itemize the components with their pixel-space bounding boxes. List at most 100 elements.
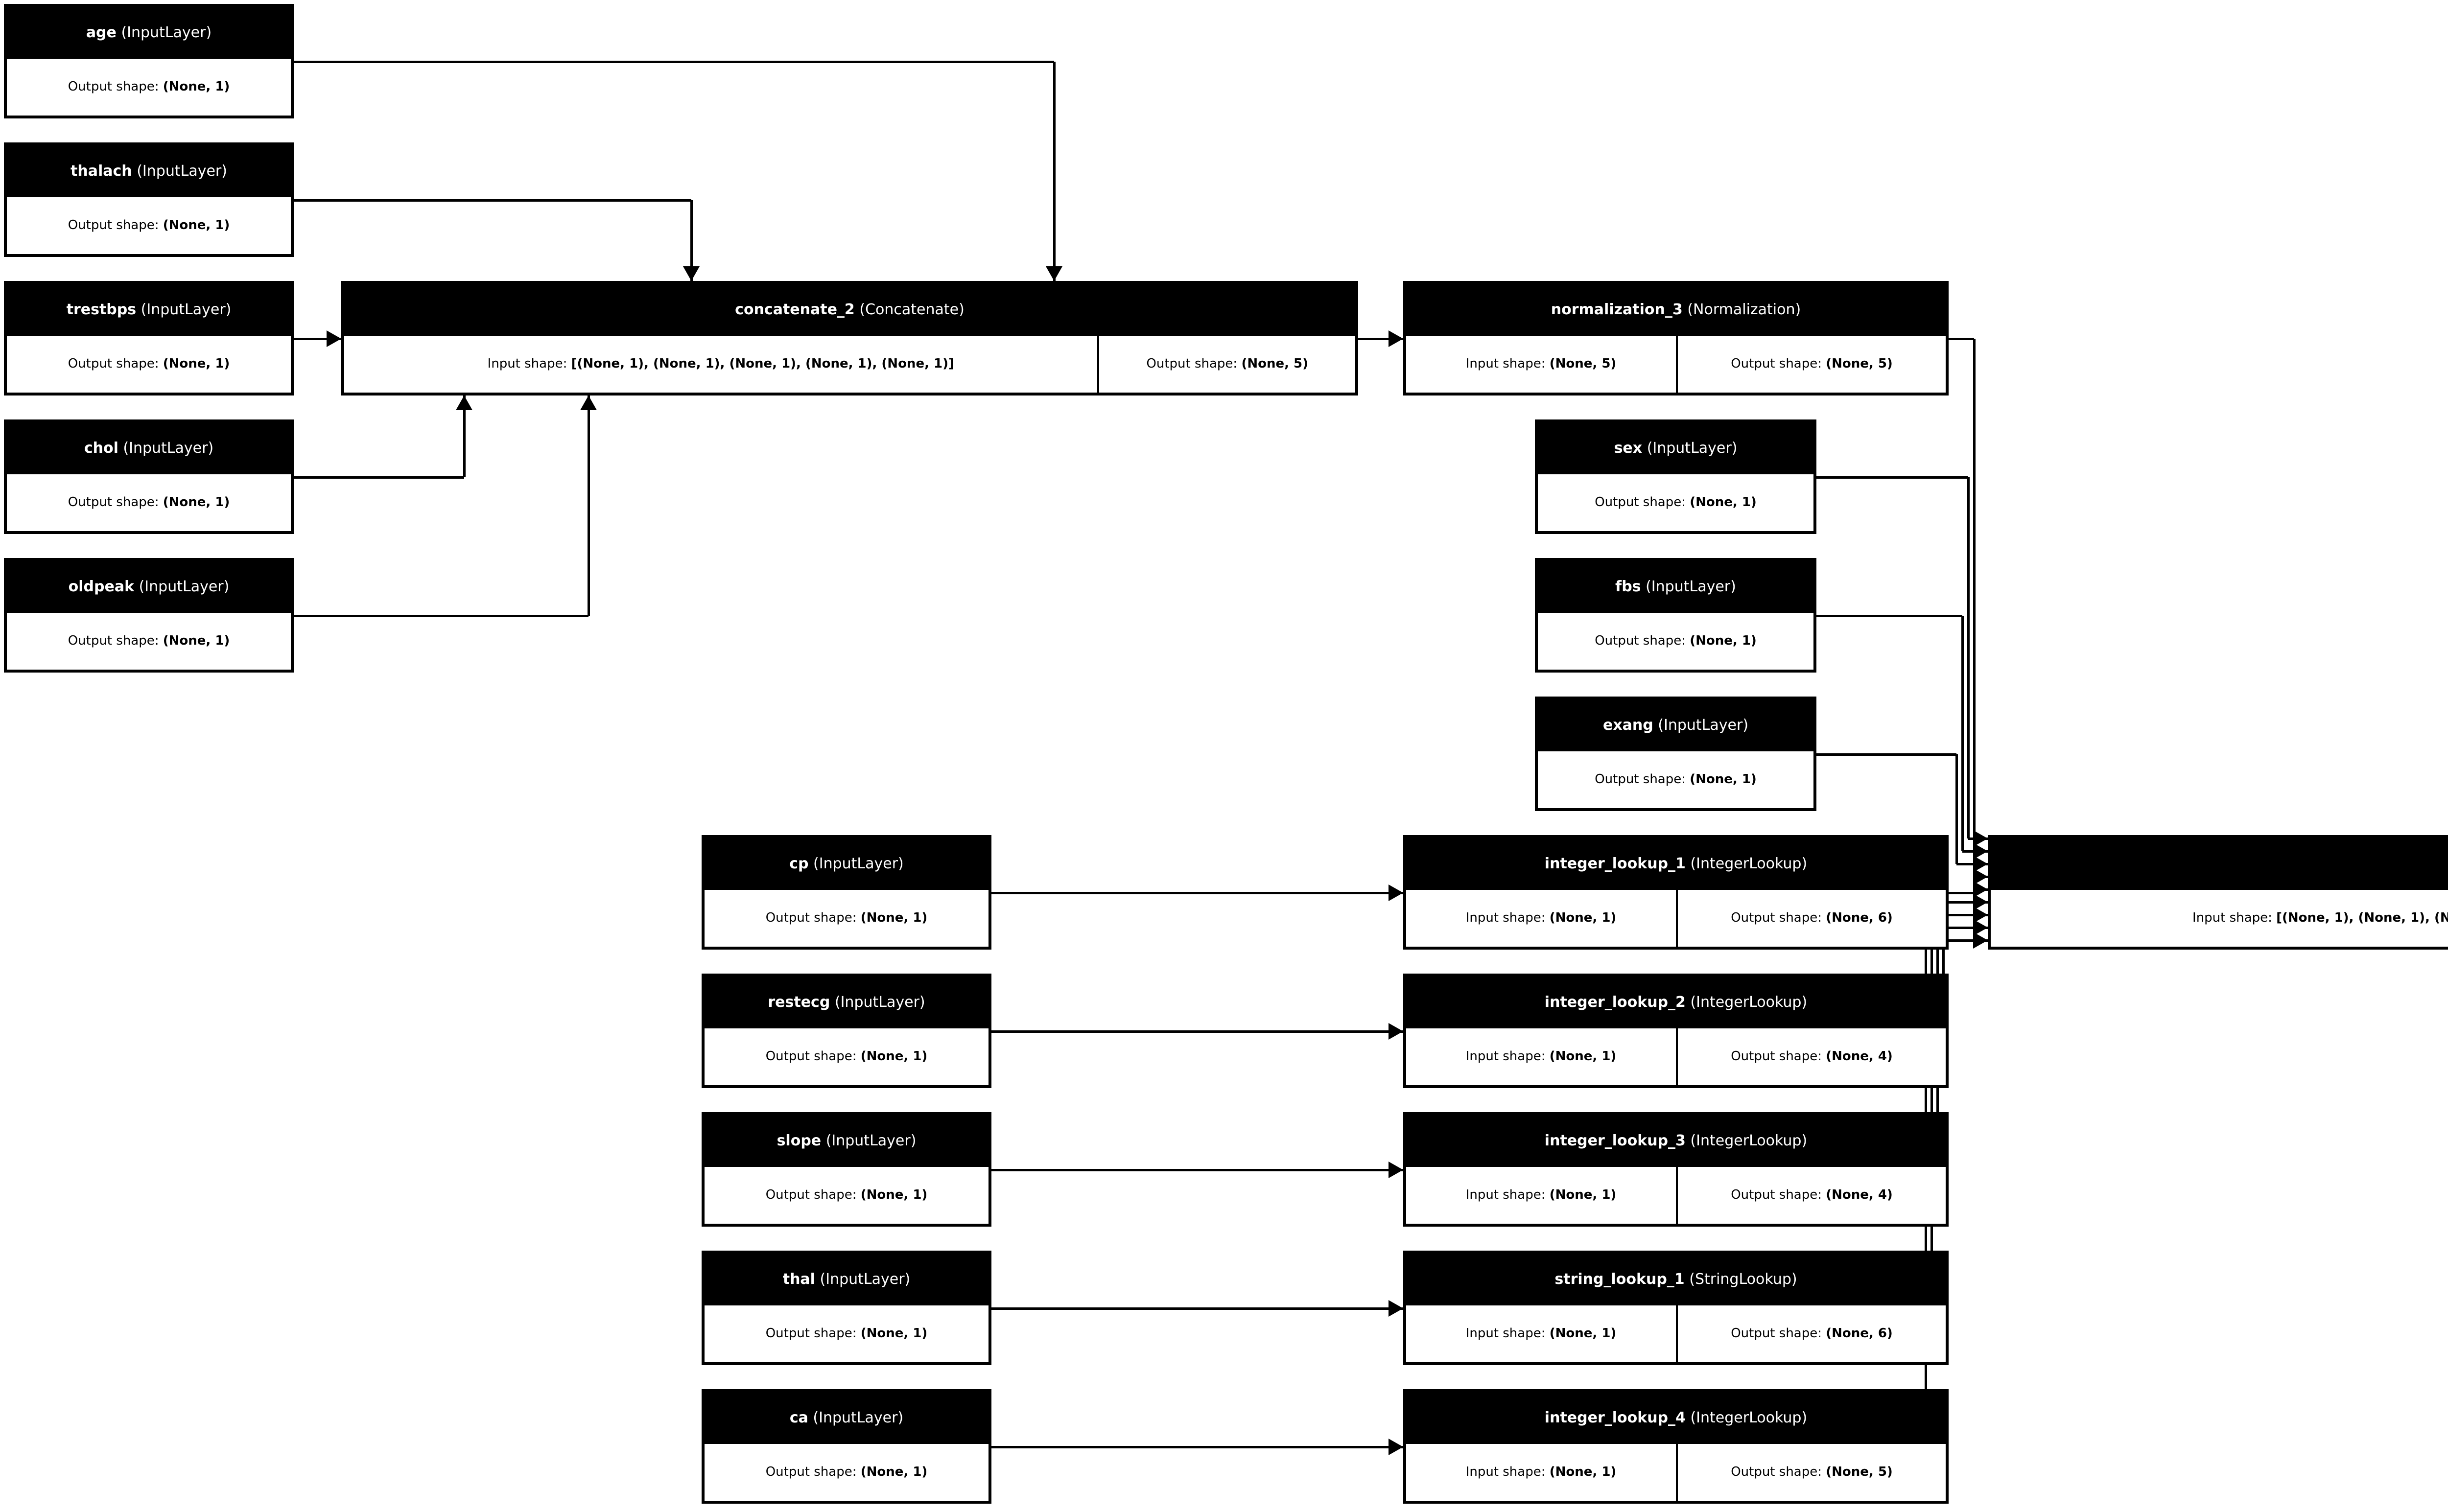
layer-shape-row: Output shape: (None, 1) bbox=[7, 336, 291, 393]
output-shape-cell-label: Output shape: bbox=[68, 218, 159, 233]
layer-name: restecg bbox=[768, 994, 830, 1011]
layer-name: ca bbox=[789, 1409, 808, 1427]
layer-name: integer_lookup_3 bbox=[1544, 1132, 1686, 1150]
output-shape-cell-label: Output shape: bbox=[68, 356, 159, 372]
layer-node-title: concatenate_3 (Concatenate) bbox=[1991, 838, 2448, 890]
layer-node-concatenate_2[interactable]: concatenate_2 (Concatenate)Input shape: … bbox=[341, 281, 1358, 395]
layer-node-title: thalach (InputLayer) bbox=[7, 145, 291, 197]
layer-node-chol[interactable]: chol (InputLayer)Output shape: (None, 1) bbox=[4, 419, 294, 534]
output-shape-cell-value: (None, 5) bbox=[1241, 356, 1309, 372]
layer-node-cp[interactable]: cp (InputLayer)Output shape: (None, 1) bbox=[702, 835, 991, 950]
layer-class: (StringLookup) bbox=[1689, 1271, 1797, 1288]
output-shape-cell-value: (None, 1) bbox=[163, 79, 230, 94]
output-shape-cell: Output shape: (None, 1) bbox=[7, 59, 291, 116]
edge-age-to-concatenate2 bbox=[294, 61, 1054, 63]
layer-class: (InputLayer) bbox=[820, 1271, 911, 1288]
layer-class: (InputLayer) bbox=[1646, 578, 1736, 596]
layer-node-title: trestbps (InputLayer) bbox=[7, 284, 291, 336]
input-shape-cell-value: (None, 1) bbox=[1549, 1326, 1617, 1341]
layer-node-title: slope (InputLayer) bbox=[705, 1115, 989, 1167]
output-shape-cell: Output shape: (None, 1) bbox=[1538, 474, 1813, 531]
edge-thalach-to-concatenate2 bbox=[690, 200, 693, 281]
layer-node-trestbps[interactable]: trestbps (InputLayer)Output shape: (None… bbox=[4, 281, 294, 395]
edge-trestbps-to-concatenate2 bbox=[294, 338, 341, 340]
layer-node-slope[interactable]: slope (InputLayer)Output shape: (None, 1… bbox=[702, 1112, 991, 1227]
edge-thal-to-string_lookup_1 bbox=[991, 1307, 1403, 1310]
layer-node-string_lookup_1[interactable]: string_lookup_1 (StringLookup)Input shap… bbox=[1403, 1251, 1949, 1365]
output-shape-cell-label: Output shape: bbox=[765, 1049, 857, 1064]
layer-node-title: age (InputLayer) bbox=[7, 7, 291, 59]
layer-shape-row: Output shape: (None, 1) bbox=[7, 59, 291, 116]
layer-class: (InputLayer) bbox=[141, 301, 232, 319]
arrowhead-trestbps-to-concatenate2 bbox=[327, 330, 341, 347]
layer-node-integer_lookup_1[interactable]: integer_lookup_1 (IntegerLookup)Input sh… bbox=[1403, 835, 1949, 950]
edge-normalization3-to-concatenate3 bbox=[1949, 338, 1974, 340]
layer-shape-row: Input shape: [(None, 1), (None, 1), (Non… bbox=[344, 336, 1355, 393]
output-shape-cell-value: (None, 1) bbox=[163, 495, 230, 510]
output-shape-cell: Output shape: (None, 1) bbox=[705, 1028, 989, 1085]
output-shape-cell-label: Output shape: bbox=[1731, 1326, 1822, 1341]
edge-integerlookup3-to-concatenate3 bbox=[1937, 914, 1988, 916]
layer-node-integer_lookup_2[interactable]: integer_lookup_2 (IntegerLookup)Input sh… bbox=[1403, 974, 1949, 1088]
input-shape-cell-value: (None, 1) bbox=[1549, 1187, 1617, 1203]
arrowhead-ca-to-integer_lookup_4 bbox=[1389, 1439, 1403, 1455]
layer-name: exang bbox=[1602, 717, 1653, 734]
layer-node-age[interactable]: age (InputLayer)Output shape: (None, 1) bbox=[4, 4, 294, 118]
layer-class: (IntegerLookup) bbox=[1690, 1132, 1808, 1150]
layer-node-integer_lookup_3[interactable]: integer_lookup_3 (IntegerLookup)Input sh… bbox=[1403, 1112, 1949, 1227]
output-shape-cell-label: Output shape: bbox=[1731, 1187, 1822, 1203]
layer-node-title: chol (InputLayer) bbox=[7, 422, 291, 474]
layer-class: (InputLayer) bbox=[1658, 717, 1749, 734]
layer-node-oldpeak[interactable]: oldpeak (InputLayer)Output shape: (None,… bbox=[4, 558, 294, 673]
layer-node-restecg[interactable]: restecg (InputLayer) Output shape: (None,… bbox=[702, 974, 991, 1088]
layer-shape-row: Output shape: (None, 1) bbox=[705, 1028, 989, 1085]
output-shape-cell: Output shape: (None, 1) bbox=[7, 336, 291, 393]
output-shape-cell: Output shape: (None, 5) bbox=[1676, 1444, 1946, 1501]
layer-class: (InputLayer) bbox=[834, 994, 925, 1011]
output-shape-cell-label: Output shape: bbox=[1731, 1049, 1822, 1064]
layer-node-fbs[interactable]: fbs (InputLayer)Output shape: (None, 1) bbox=[1535, 558, 1816, 673]
arrowhead-oldpeak-to-concatenate2 bbox=[580, 395, 597, 410]
layer-class: (Concatenate) bbox=[859, 301, 965, 319]
input-shape-cell-label: Input shape: bbox=[1465, 1326, 1546, 1341]
layer-class: (IntegerLookup) bbox=[1690, 1409, 1808, 1427]
output-shape-cell: Output shape: (None, 1) bbox=[7, 474, 291, 531]
input-shape-cell: Input shape: (None, 1) bbox=[1406, 1444, 1676, 1501]
output-shape-cell-value: (None, 1) bbox=[860, 1187, 928, 1203]
edge-integerlookup1-to-concatenate3 bbox=[1949, 892, 1980, 894]
layer-node-thalach[interactable]: thalach (InputLayer)Output shape: (None,… bbox=[4, 142, 294, 257]
layer-node-concatenate_3[interactable]: concatenate_3 (Concatenate)Input shape: … bbox=[1988, 835, 2448, 950]
layer-node-integer_lookup_4[interactable]: integer_lookup_4 (IntegerLookup)Input sh… bbox=[1403, 1389, 1949, 1504]
layer-shape-row: Input shape: (None, 5)Output shape: (Non… bbox=[1406, 336, 1946, 393]
edge-cp-to-integer_lookup_1 bbox=[991, 892, 1403, 894]
output-shape-cell: Output shape: (None, 5) bbox=[1097, 336, 1355, 393]
output-shape-cell-value: (None, 1) bbox=[1690, 633, 1757, 649]
layer-node-title: normalization_3 (Normalization) bbox=[1406, 284, 1946, 336]
output-shape-cell: Output shape: (None, 1) bbox=[1538, 613, 1813, 670]
layer-node-exang[interactable]: exang (InputLayer)Output shape: (None, 1… bbox=[1535, 697, 1816, 811]
output-shape-cell-label: Output shape: bbox=[765, 1465, 857, 1480]
layer-shape-row: Output shape: (None, 1) bbox=[705, 1167, 989, 1224]
layer-shape-row: Output shape: (None, 1) bbox=[1538, 613, 1813, 670]
edge-stringlookup1-to-concatenate3 bbox=[1931, 927, 1988, 929]
layer-node-normalization_3[interactable]: normalization_3 (Normalization)Input sha… bbox=[1403, 281, 1949, 395]
layer-shape-row: Input shape: (None, 1)Output shape: (Non… bbox=[1406, 890, 1946, 947]
layer-name: oldpeak bbox=[68, 578, 135, 596]
edge-chol-to-concatenate2 bbox=[463, 395, 466, 477]
input-shape-cell-value: [(None, 1), (None, 1), (None, 1), (None,… bbox=[2276, 910, 2448, 926]
input-shape-cell: Input shape: (None, 5) bbox=[1406, 336, 1676, 393]
layer-node-thal[interactable]: thal (InputLayer)Output shape: (None, 1) bbox=[702, 1251, 991, 1365]
output-shape-cell: Output shape: (None, 1) bbox=[705, 1444, 989, 1501]
output-shape-cell: Output shape: (None, 1) bbox=[7, 197, 291, 254]
edge-restecg-to-integer_lookup_2 bbox=[991, 1030, 1403, 1033]
output-shape-cell-value: (None, 1) bbox=[860, 910, 928, 926]
layer-class: (InputLayer) bbox=[137, 163, 227, 180]
layer-node-sex[interactable]: sex (InputLayer)Output shape: (None, 1) bbox=[1535, 419, 1816, 534]
layer-node-ca[interactable]: ca (InputLayer)Output shape: (None, 1) bbox=[702, 1389, 991, 1504]
edge-exang-to-concatenate3 bbox=[1955, 754, 1958, 864]
layer-node-title: thal (InputLayer) bbox=[705, 1254, 989, 1305]
output-shape-cell-label: Output shape: bbox=[1595, 495, 1686, 510]
arrowhead-restecg-to-integer_lookup_2 bbox=[1389, 1023, 1403, 1040]
layer-name: integer_lookup_1 bbox=[1544, 855, 1686, 873]
